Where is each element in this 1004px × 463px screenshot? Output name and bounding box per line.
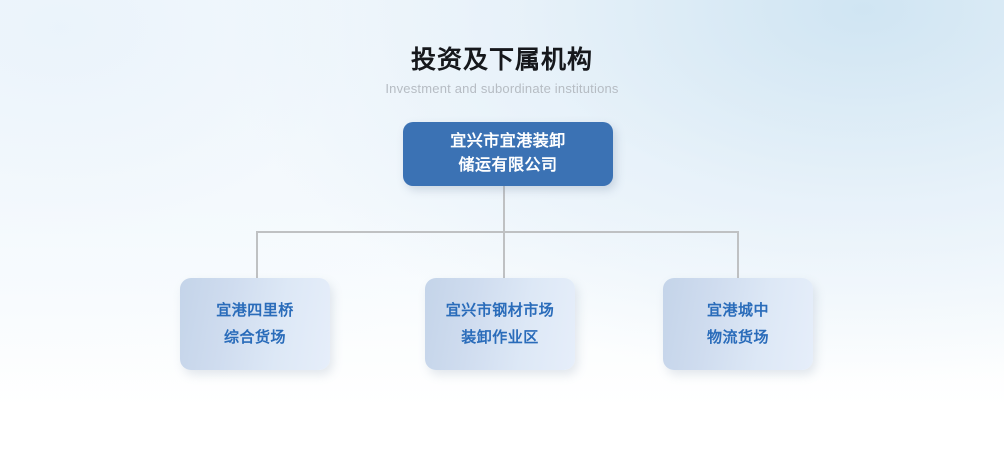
- root-node-line-1: 宜兴市宜港装卸: [450, 133, 566, 150]
- child-node-steel-market-line-2: 装卸作业区: [461, 329, 539, 346]
- page-subtitle: Investment and subordinate institutions: [385, 81, 619, 96]
- root-node-line-2: 储运有限公司: [458, 157, 558, 174]
- connector-drop-right: [737, 231, 739, 279]
- root-node[interactable]: 宜兴市宜港装卸 储运有限公司: [403, 122, 613, 186]
- child-node-steel-market[interactable]: 宜兴市钢材市场 装卸作业区: [425, 278, 575, 370]
- connector-drop-middle: [503, 231, 505, 279]
- child-node-siliqiao-line-1: 宜港四里桥: [216, 302, 294, 319]
- child-node-siliqiao[interactable]: 宜港四里桥 综合货场: [180, 278, 330, 370]
- child-node-chengzhong-line-1: 宜港城中: [706, 302, 769, 319]
- connector-drop-left: [256, 231, 258, 279]
- page-title: 投资及下属机构: [410, 46, 593, 74]
- child-node-siliqiao-line-2: 综合货场: [223, 329, 286, 346]
- connector-root-stem: [503, 186, 505, 233]
- child-node-chengzhong-line-2: 物流货场: [706, 329, 769, 346]
- child-node-chengzhong[interactable]: 宜港城中 物流货场: [663, 278, 813, 370]
- child-node-steel-market-line-1: 宜兴市钢材市场: [445, 302, 555, 319]
- page-header: 投资及下属机构 Investment and subordinate insti…: [0, 44, 1004, 98]
- connector-horizontal-bus: [256, 231, 739, 233]
